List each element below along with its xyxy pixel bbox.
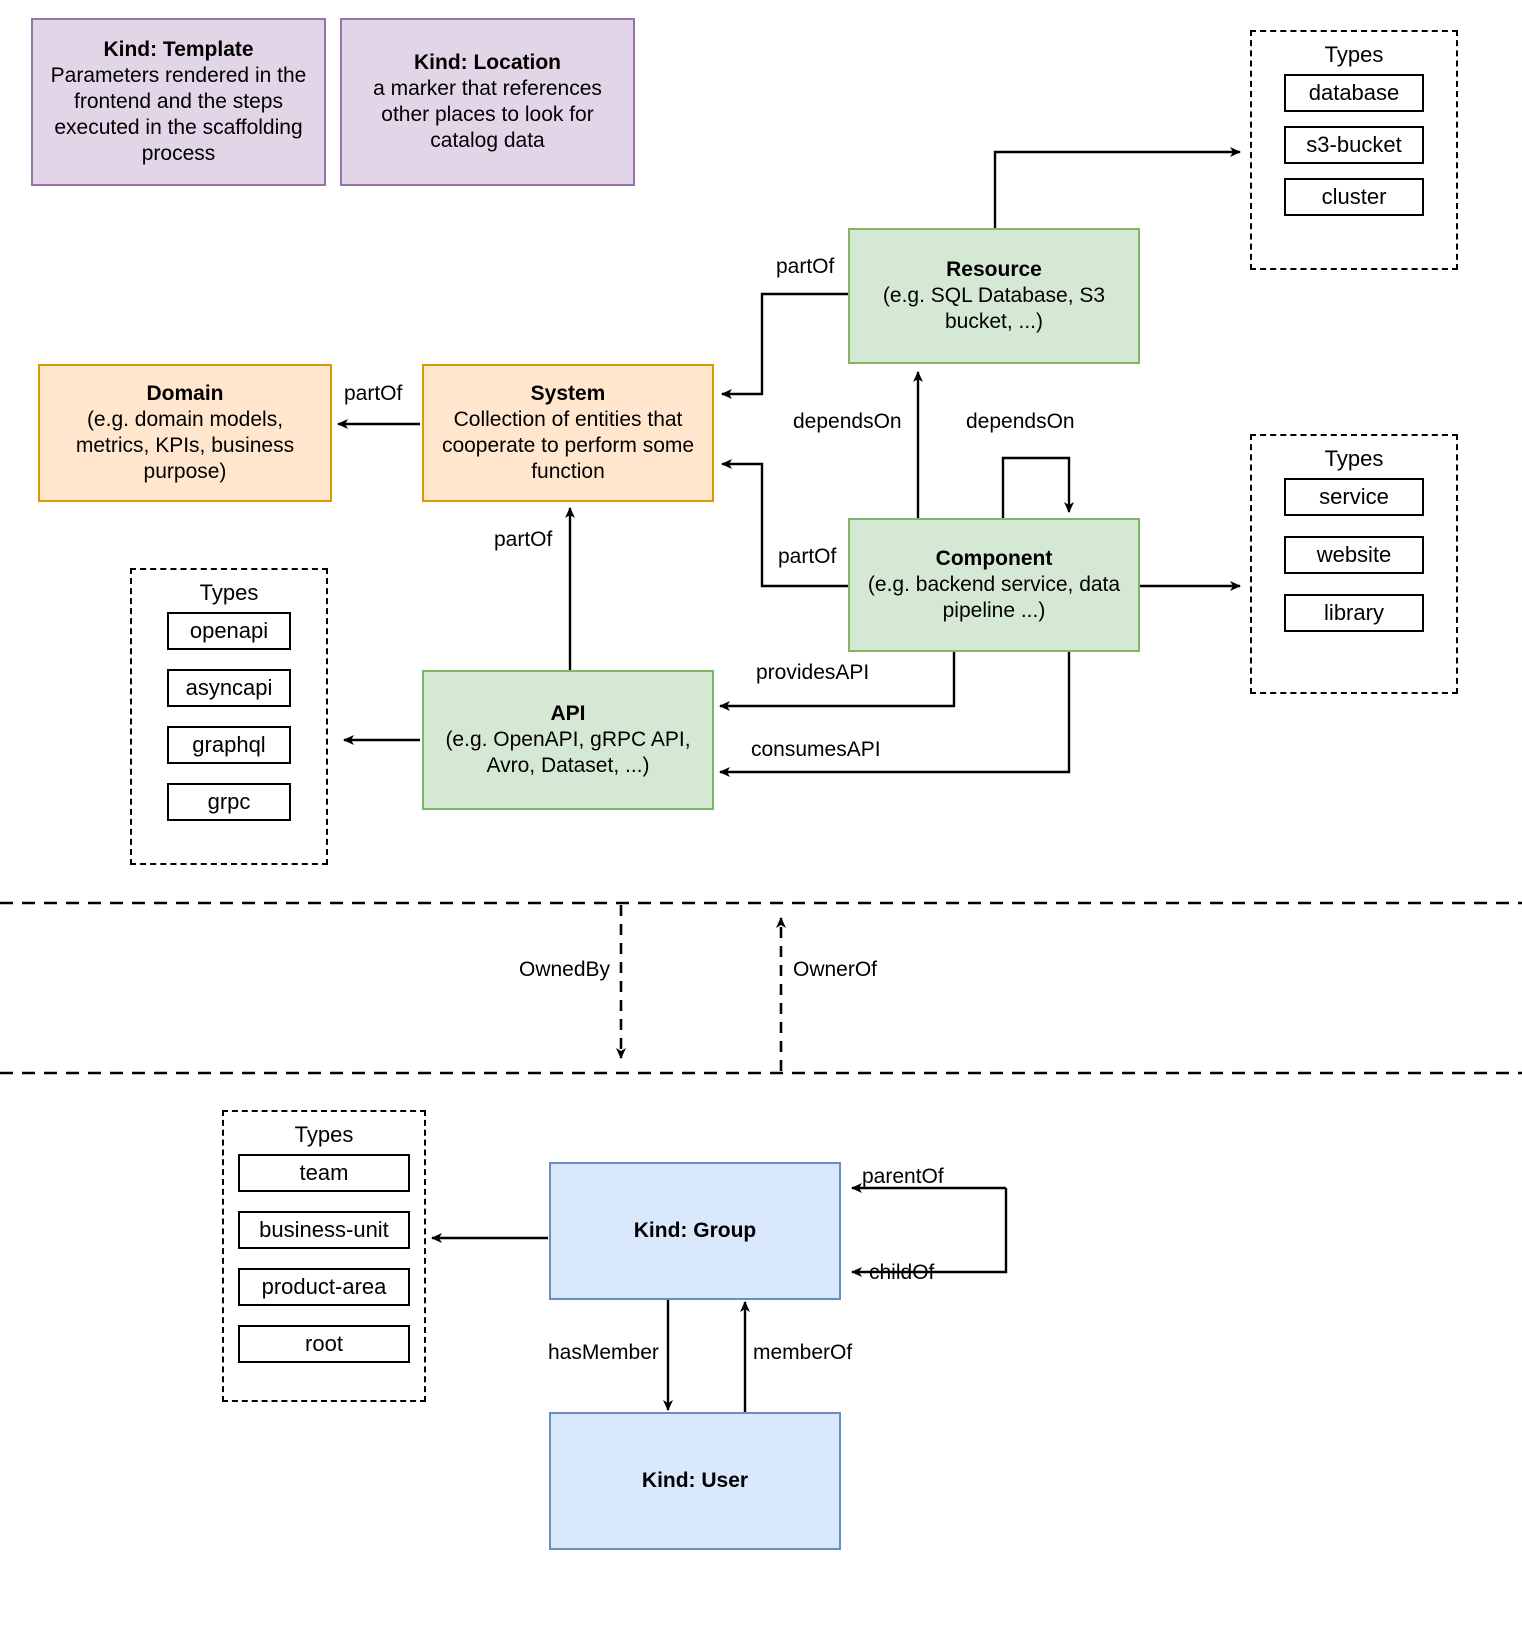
relation-label-api-partof-system: partOf [494, 528, 553, 551]
relation-label-component-partof-system: partOf [778, 545, 837, 568]
relation-label-component-dependson-resource: dependsOn [793, 410, 902, 433]
wire-component-dependson-component [1001, 456, 1074, 518]
entity-template-title: Kind: Template [103, 37, 254, 61]
type-chip-service[interactable]: service [1284, 478, 1424, 516]
entity-resource-description: (e.g. SQL Database, S3 bucket, ...) [882, 283, 1106, 334]
type-chip-library[interactable]: library [1284, 594, 1424, 632]
relation-label-component-consumesapi-api: consumesAPI [751, 738, 881, 761]
wire-group-parentof [851, 1188, 1008, 1277]
entity-group-title: Kind: Group [633, 1218, 757, 1242]
relation-label-ownerof: OwnerOf [793, 958, 878, 981]
entity-resource-box[interactable]: Resource (e.g. SQL Database, S3 bucket, … [848, 228, 1140, 364]
entity-api-box[interactable]: API (e.g. OpenAPI, gRPC API, Avro, Datas… [422, 670, 714, 810]
entity-user-title: Kind: User [641, 1468, 749, 1492]
type-chip-root[interactable]: root [238, 1325, 410, 1363]
relation-label-ownedby: OwnedBy [519, 958, 611, 981]
entity-component-description: (e.g. backend service, data pipeline ...… [867, 572, 1121, 623]
type-chip-product-area[interactable]: product-area [238, 1268, 410, 1306]
entity-component-box[interactable]: Component (e.g. backend service, data pi… [848, 518, 1140, 652]
entity-api-description: (e.g. OpenAPI, gRPC API, Avro, Dataset, … [445, 727, 691, 778]
type-chip-s3-bucket[interactable]: s3-bucket [1284, 126, 1424, 164]
wire-resource-types [993, 147, 1241, 228]
types-group-group: Types team business-unit product-area ro… [222, 1110, 426, 1402]
entity-system-title: System [530, 381, 606, 405]
types-group-component: Types service website library [1250, 434, 1458, 694]
types-heading: Types [199, 580, 259, 605]
entity-location-box[interactable]: Kind: Location a marker that references … [340, 18, 635, 186]
type-chip-team[interactable]: team [238, 1154, 410, 1192]
entity-system-box[interactable]: System Collection of entities that coope… [422, 364, 714, 502]
relation-label-user-memberof-group: memberOf [753, 1341, 853, 1364]
entity-domain-box[interactable]: Domain (e.g. domain models, metrics, KPI… [38, 364, 332, 502]
relation-label-resource-partof-system: partOf [776, 255, 835, 278]
relation-label-group-parentof: parentOf [862, 1165, 944, 1188]
entity-resource-title: Resource [946, 257, 1042, 281]
type-chip-business-unit[interactable]: business-unit [238, 1211, 410, 1249]
type-chip-graphql[interactable]: graphql [167, 726, 291, 764]
entity-api-title: API [550, 701, 586, 725]
types-heading: Types [1324, 446, 1384, 471]
wire-resource-partof-system [721, 292, 848, 399]
relation-label-group-childof: childOf [869, 1261, 935, 1284]
type-chip-openapi[interactable]: openapi [167, 612, 291, 650]
types-group-resource: Types database s3-bucket cluster [1250, 30, 1458, 270]
entity-location-description: a marker that references other places to… [373, 76, 602, 153]
relation-label-group-hasmember-user: hasMember [548, 1341, 659, 1364]
entity-location-title: Kind: Location [414, 50, 561, 74]
entity-domain-description: (e.g. domain models, metrics, KPIs, busi… [75, 407, 295, 484]
relation-label-component-dependson-component: dependsOn [966, 410, 1075, 433]
type-chip-cluster[interactable]: cluster [1284, 178, 1424, 216]
type-chip-grpc[interactable]: grpc [167, 783, 291, 821]
entity-user-box[interactable]: Kind: User [549, 1412, 841, 1550]
entity-system-description: Collection of entities that cooperate to… [441, 407, 695, 484]
type-chip-asyncapi[interactable]: asyncapi [167, 669, 291, 707]
type-chip-website[interactable]: website [1284, 536, 1424, 574]
entity-template-description: Parameters rendered in the frontend and … [50, 63, 307, 166]
relation-label-system-partof-domain: partOf [344, 382, 403, 405]
types-group-api: Types openapi asyncapi graphql grpc [130, 568, 328, 865]
entity-component-title: Component [935, 546, 1053, 570]
entity-domain-title: Domain [146, 381, 224, 405]
entity-group-box[interactable]: Kind: Group [549, 1162, 841, 1300]
types-heading: Types [1324, 42, 1384, 67]
type-chip-database[interactable]: database [1284, 74, 1424, 112]
types-heading: Types [294, 1122, 354, 1147]
entity-template-box[interactable]: Kind: Template Parameters rendered in th… [31, 18, 326, 186]
relation-label-component-providesapi-api: providesAPI [756, 661, 870, 684]
